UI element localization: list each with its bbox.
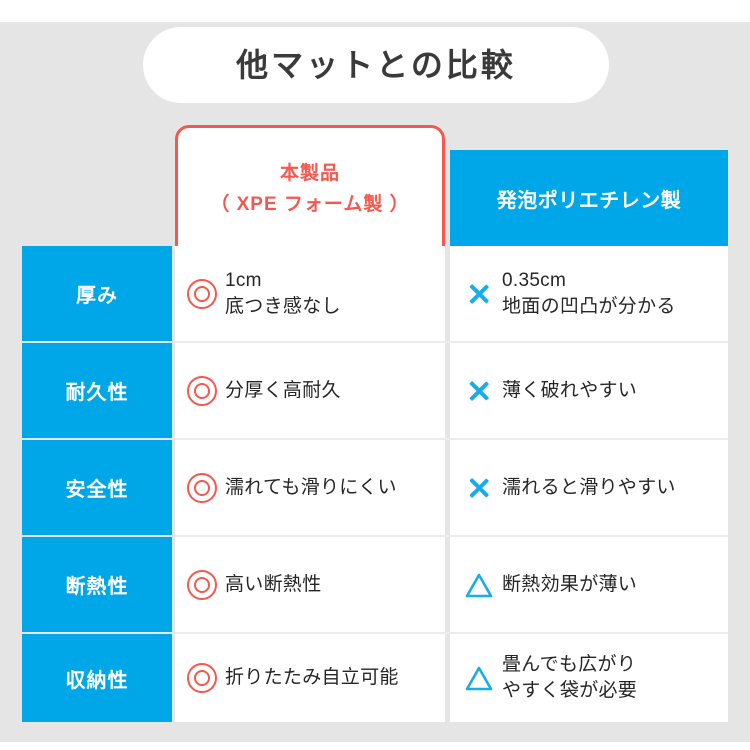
triangle-icon [464, 570, 494, 600]
rival-cell: 濡れると滑りやすい [450, 440, 728, 535]
rival-cell: 薄く破れやすい [450, 343, 728, 438]
row-label-cell: 断熱性 [22, 537, 172, 632]
table-row: 厚み 1cm 底つき感なし 0.35cm 地面の凹凸が分かる [22, 246, 728, 341]
page-title: 他マットとの比較 [236, 47, 516, 83]
row-separator [175, 438, 728, 440]
rival-cell-line2: やすく袋が必要 [502, 680, 638, 701]
comparison-table: 発泡ポリエチレン製 本製品 （ XPE フォーム製 ） 厚み 1cm 底つき感な… [22, 125, 728, 722]
rival-cell-text: 薄く破れやすい [502, 378, 637, 404]
product-cell-line1: 分厚く高耐久 [225, 379, 341, 401]
table-row: 収納性 折りたたみ自立可能 畳んでも広がり やすく袋が必要 [22, 634, 728, 722]
rival-cell-line1: 断熱効果が薄い [502, 573, 638, 595]
rival-cell-line1: 濡れると滑りやすい [502, 476, 676, 498]
cross-icon [464, 279, 494, 309]
table-row: 耐久性 分厚く高耐久 薄く破れやすい [22, 343, 728, 438]
rival-cell: 畳んでも広がり やすく袋が必要 [450, 634, 728, 722]
product-cell-line1: 折りたたみ自立可能 [225, 667, 399, 689]
column-header-product-line1: 本製品 [279, 163, 340, 184]
column-header-product: 本製品 （ XPE フォーム製 ） [178, 128, 442, 246]
table-row: 安全性 濡れても滑りにくい 濡れると滑りやすい [22, 440, 728, 535]
rival-cell-text: 0.35cm 地面の凹凸が分かる [502, 268, 676, 319]
double-circle-icon [187, 375, 217, 406]
row-separator-product [178, 438, 442, 440]
rival-cell: 断熱効果が薄い [450, 537, 728, 632]
product-cell-line1: 1cm [225, 269, 262, 291]
product-cell-text: 折りたたみ自立可能 [225, 665, 399, 691]
row-label: 厚み [76, 285, 118, 307]
row-label-cell: 安全性 [22, 440, 172, 535]
double-circle-icon [187, 472, 217, 503]
product-cell: 分厚く高耐久 [175, 343, 445, 438]
rival-cell-text: 畳んでも広がり やすく袋が必要 [502, 652, 637, 703]
rival-cell-text: 濡れると滑りやすい [502, 475, 676, 501]
row-label: 安全性 [65, 479, 129, 501]
rival-cell: 0.35cm 地面の凹凸が分かる [450, 246, 728, 341]
rival-cell-text: 断熱効果が薄い [502, 572, 637, 598]
double-circle-icon [187, 663, 217, 693]
product-cell-text: 1cm 底つき感なし [225, 268, 341, 319]
cross-icon [464, 473, 494, 503]
row-separator [175, 632, 728, 634]
row-separator-product [178, 341, 442, 343]
row-label-cell: 収納性 [22, 634, 172, 722]
product-cell: 濡れても滑りにくい [175, 440, 445, 535]
row-label-cell: 耐久性 [22, 343, 172, 438]
row-label: 断熱性 [65, 576, 129, 598]
product-cell: 1cm 底つき感なし [175, 246, 445, 341]
row-label-cell: 厚み [22, 246, 172, 341]
product-cell-line1: 高い断熱性 [225, 573, 322, 595]
rival-cell-line1: 薄く破れやすい [502, 379, 638, 401]
rival-cell-line1: 畳んでも広がり [502, 654, 637, 676]
row-separator-product [178, 535, 442, 537]
column-header-rival: 発泡ポリエチレン製 [450, 150, 728, 246]
product-cell-text: 濡れても滑りにくい [225, 475, 397, 501]
row-separator [175, 535, 728, 537]
rival-cell-line2: 地面の凹凸が分かる [502, 295, 676, 317]
title-pill: 他マットとの比較 [143, 27, 609, 103]
double-circle-icon [187, 569, 217, 600]
product-cell-text: 分厚く高耐久 [225, 378, 341, 404]
product-cell-line1: 濡れても滑りにくい [225, 476, 397, 498]
triangle-icon [464, 663, 494, 693]
column-header-product-line2: （ XPE フォーム製 ） [210, 194, 410, 215]
table-row: 断熱性 高い断熱性 断熱効果が薄い [22, 537, 728, 632]
product-cell: 高い断熱性 [175, 537, 445, 632]
product-cell-line2: 底つき感なし [225, 295, 341, 317]
product-cell-text: 高い断熱性 [225, 572, 322, 598]
cross-icon [464, 376, 494, 406]
row-separator-product [178, 632, 442, 634]
column-header-rival-label: 発泡ポリエチレン製 [496, 189, 682, 212]
row-label: 耐久性 [65, 382, 129, 404]
row-separator [175, 341, 728, 343]
row-label: 収納性 [65, 669, 129, 692]
rival-cell-line1: 0.35cm [502, 269, 567, 291]
double-circle-icon [187, 278, 217, 309]
product-cell: 折りたたみ自立可能 [175, 634, 445, 722]
